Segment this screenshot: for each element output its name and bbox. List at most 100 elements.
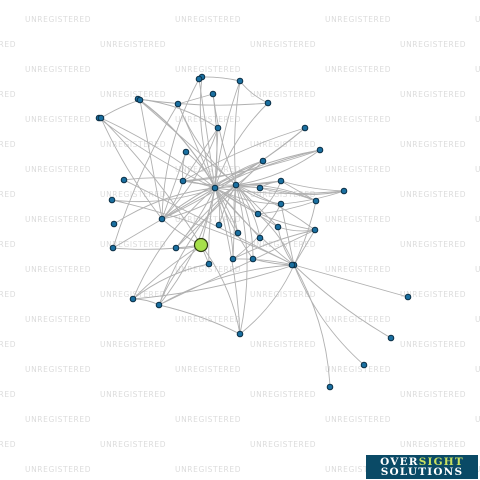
graph-node[interactable] xyxy=(256,184,264,192)
graph-edge xyxy=(100,117,163,220)
graph-node[interactable] xyxy=(236,330,244,338)
watermark-text: UNREGISTERED xyxy=(475,315,480,324)
graph-node[interactable] xyxy=(274,223,282,231)
graph-node[interactable] xyxy=(404,293,412,301)
watermark-text: UNREGISTERED xyxy=(25,315,91,324)
graph-edge xyxy=(232,229,316,260)
graph-edge xyxy=(198,78,216,189)
graph-edge xyxy=(113,187,216,225)
graph-node[interactable] xyxy=(110,220,118,228)
graph-edge xyxy=(158,304,241,335)
watermark-text: UNREGISTERED xyxy=(175,215,241,224)
graph-node[interactable] xyxy=(195,75,203,83)
graph-node[interactable] xyxy=(209,90,217,98)
graph-edge xyxy=(293,229,316,266)
graph-edge xyxy=(235,184,282,205)
graph-node[interactable] xyxy=(256,234,264,242)
graph-node[interactable] xyxy=(234,229,242,237)
watermark-text: UNREGISTERED xyxy=(0,140,16,149)
graph-node[interactable] xyxy=(264,99,272,107)
watermark-text: UNREGISTERED xyxy=(0,40,16,49)
watermark-text: UNREGISTERED xyxy=(400,290,466,299)
watermark-text: UNREGISTERED xyxy=(175,115,241,124)
watermark-text: UNREGISTERED xyxy=(100,40,166,49)
watermark-text: UNREGISTERED xyxy=(400,340,466,349)
graph-node[interactable] xyxy=(211,184,219,192)
graph-node[interactable] xyxy=(254,210,262,218)
watermark-text: UNREGISTERED xyxy=(25,115,91,124)
watermark-text: UNREGISTERED xyxy=(250,390,316,399)
graph-node-focus[interactable] xyxy=(193,237,209,253)
graph-node[interactable] xyxy=(214,124,222,132)
graph-node[interactable] xyxy=(312,197,320,205)
graph-edge xyxy=(257,213,295,266)
watermark-text: UNREGISTERED xyxy=(100,240,166,249)
graph-edge xyxy=(259,187,345,196)
watermark-text: UNREGISTERED xyxy=(400,40,466,49)
graph-edge xyxy=(235,184,317,202)
graph-edge xyxy=(200,244,241,335)
graph-node[interactable] xyxy=(277,177,285,185)
graph-node[interactable] xyxy=(97,114,105,122)
watermark-text: UNREGISTERED xyxy=(400,240,466,249)
graph-node[interactable] xyxy=(316,146,324,154)
graph-edge xyxy=(175,184,237,249)
graph-edge xyxy=(214,187,254,260)
graph-node[interactable] xyxy=(360,361,368,369)
graph-node[interactable] xyxy=(205,260,213,268)
graph-node[interactable] xyxy=(172,244,180,252)
graph-node[interactable] xyxy=(259,157,267,165)
graph-edge xyxy=(161,127,306,220)
graph-node[interactable] xyxy=(108,196,116,204)
graph-node[interactable] xyxy=(179,177,187,185)
graph-node[interactable] xyxy=(311,226,319,234)
graph-edge xyxy=(293,264,392,339)
watermark-text: UNREGISTERED xyxy=(250,90,316,99)
graph-node[interactable] xyxy=(340,187,348,195)
watermark-text: UNREGISTERED xyxy=(0,390,16,399)
watermark-text: UNREGISTERED xyxy=(175,365,241,374)
graph-edge xyxy=(182,149,321,182)
node-layer xyxy=(95,73,412,391)
watermark-text: UNREGISTERED xyxy=(475,415,480,424)
watermark-text: UNREGISTERED xyxy=(250,440,316,449)
graph-node[interactable] xyxy=(326,383,334,391)
watermark-text: UNREGISTERED xyxy=(475,115,480,124)
graph-node[interactable] xyxy=(109,244,117,252)
graph-edge xyxy=(161,78,200,220)
watermark-text: UNREGISTERED xyxy=(100,90,166,99)
watermark-text: UNREGISTERED xyxy=(400,190,466,199)
graph-node[interactable] xyxy=(120,176,128,184)
graph-node[interactable] xyxy=(136,96,144,104)
graph-edge xyxy=(212,93,237,186)
graph-node[interactable] xyxy=(129,295,137,303)
graph-node[interactable] xyxy=(249,255,257,263)
graph-node[interactable] xyxy=(215,221,223,229)
graph-node[interactable] xyxy=(155,301,163,309)
watermark-text: UNREGISTERED xyxy=(175,465,241,474)
graph-node[interactable] xyxy=(301,124,309,132)
watermark-text: UNREGISTERED xyxy=(175,415,241,424)
graph-edge xyxy=(235,184,261,239)
watermark-layer: UNREGISTERED UNREGISTERED UNREGISTERED UNRE… xyxy=(0,15,480,474)
watermark-text: UNREGISTERED xyxy=(25,365,91,374)
watermark-text: UNREGISTERED xyxy=(325,215,391,224)
watermark-text: UNREGISTERED xyxy=(325,165,391,174)
watermark-text: UNREGISTERED xyxy=(0,190,16,199)
watermark-text: UNREGISTERED xyxy=(0,90,16,99)
watermark-text: UNREGISTERED xyxy=(475,65,480,74)
watermark-text: UNREGISTERED xyxy=(250,40,316,49)
graph-node[interactable] xyxy=(174,100,182,108)
graph-node[interactable] xyxy=(182,148,190,156)
watermark-text: UNREGISTERED xyxy=(325,465,391,474)
graph-edge xyxy=(161,127,219,220)
graph-node[interactable] xyxy=(387,334,395,342)
graph-node[interactable] xyxy=(158,215,166,223)
graph-node[interactable] xyxy=(232,181,240,189)
graph-node[interactable] xyxy=(277,200,285,208)
graph-node[interactable] xyxy=(288,261,296,269)
graph-node[interactable] xyxy=(236,77,244,85)
graph-node[interactable] xyxy=(229,255,237,263)
graph-edge xyxy=(232,184,237,260)
